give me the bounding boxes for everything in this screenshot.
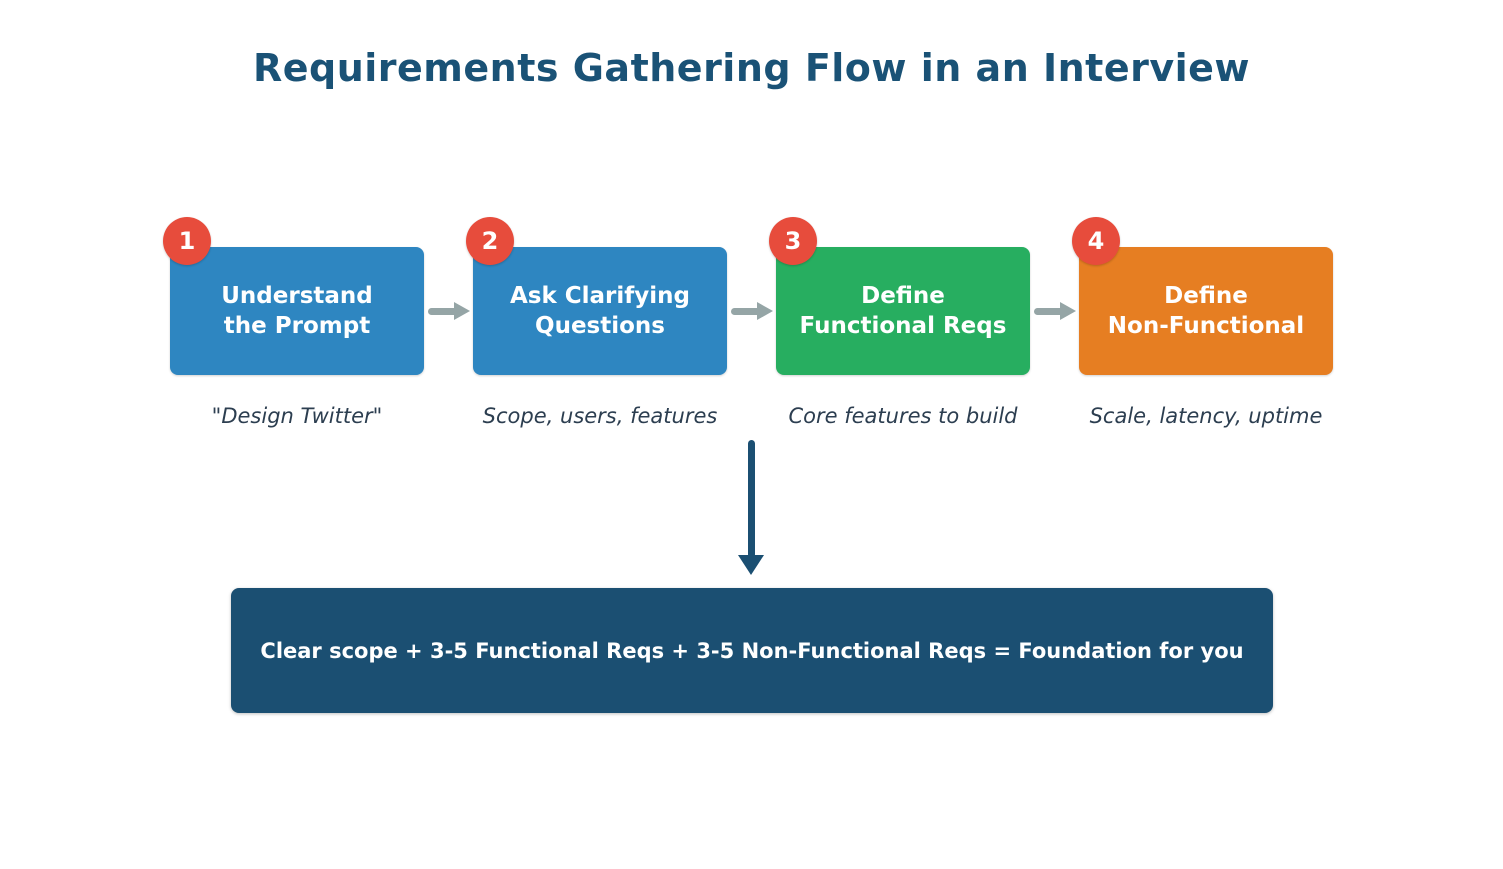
step-2-group: Ask Clarifying Questions 2 Scope, users,… [466,0,727,460]
step-2-number-badge: 2 [466,217,514,265]
down-arrow-head [738,555,764,575]
flow-arrow-1-head [454,302,470,320]
flow-arrow-2-shaft [731,308,761,315]
step-2-box: Ask Clarifying Questions [473,247,727,375]
step-1-label-line-1: Understand [221,283,373,309]
step-3-number-badge: 3 [769,217,817,265]
step-3-box: Define Functional Reqs [776,247,1030,375]
flow-arrow-3-icon [1034,302,1076,321]
step-4-caption: Scale, latency, uptime [1089,404,1323,428]
step-4-label-line-1: Define [1164,283,1248,309]
step-3-group: Define Functional Reqs 3 Core features t… [769,0,1030,460]
step-4-label-line-2: Non-Functional [1107,313,1305,339]
flow-arrow-3-shaft [1034,308,1064,315]
step-4-number-badge: 4 [1072,217,1120,265]
step-2-label-line-1: Ask Clarifying [509,283,691,309]
summary-text: Clear scope + 3-5 Functional Reqs + 3-5 … [260,638,1244,663]
summary-box: Clear scope + 3-5 Functional Reqs + 3-5 … [231,588,1273,713]
flow-arrow-2-icon [731,302,773,321]
step-1-group: Understand the Prompt 1 "Design Twitter" [163,0,424,460]
step-2-label-line-2: Questions [535,313,665,339]
flow-arrow-1-shaft [428,308,458,315]
step-4-box: Define Non-Functional [1079,247,1333,375]
down-arrow-shaft [748,440,755,558]
step-1-caption: "Design Twitter" [211,404,383,428]
down-arrow-icon [738,440,765,575]
flow-arrow-3-head [1060,302,1076,320]
step-1-label-line-2: the Prompt [223,313,371,339]
diagram-title: Requirements Gathering Flow in an Interv… [252,46,1251,90]
step-3-caption: Core features to build [788,404,1018,428]
step-1-number-badge: 1 [163,217,211,265]
flow-arrow-2-head [757,302,773,320]
step-1-box: Understand the Prompt [170,247,424,375]
step-3-label-line-1: Define [861,283,945,309]
step-4-group: Define Non-Functional 4 Scale, latency, … [1072,0,1333,460]
step-3-label-line-2: Functional Reqs [799,313,1007,339]
flow-arrow-1-icon [428,302,470,321]
step-2-caption: Scope, users, features [482,404,718,428]
